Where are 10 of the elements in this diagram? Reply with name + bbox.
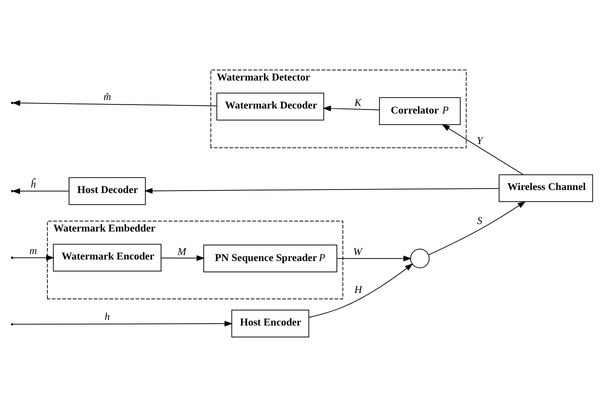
- edge-label: M: [178, 246, 186, 258]
- edge-label: ĥ: [30, 180, 36, 191]
- edge-label: H: [354, 285, 362, 296]
- edge-label: h: [104, 312, 110, 323]
- edge-label: K: [354, 98, 362, 110]
- edge-label: W: [353, 246, 362, 258]
- edge-label: Y: [476, 136, 483, 148]
- edge-label: m̂: [103, 92, 112, 104]
- edge-label: S: [477, 216, 482, 228]
- edge-label: m: [29, 246, 37, 258]
